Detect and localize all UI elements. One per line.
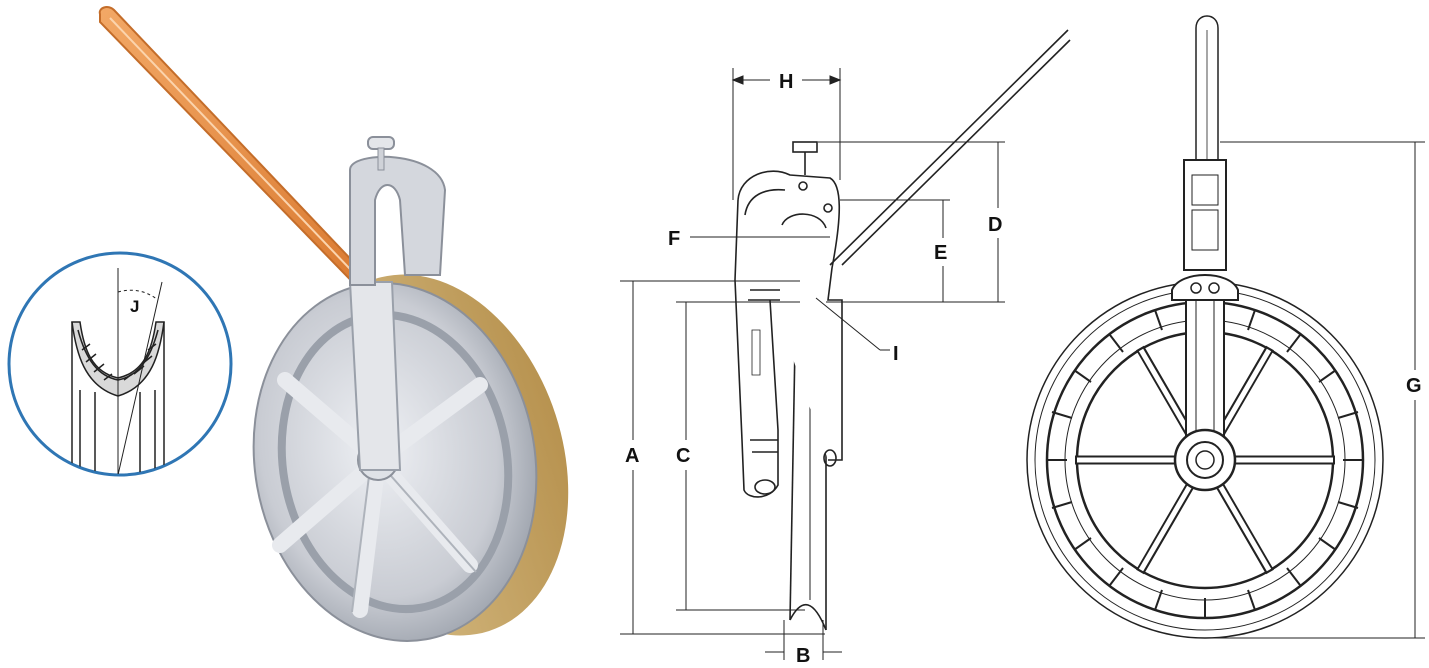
- label-c: C: [676, 445, 690, 467]
- dimension-lines: [620, 68, 1005, 660]
- inset-circle-border: [7, 251, 233, 477]
- frame-arm: [348, 281, 402, 471]
- side-view-drawing: [620, 29, 1071, 660]
- perspective-pulley: [98, 6, 569, 642]
- hanger-bracket: [349, 155, 447, 286]
- front-view-drawing: [1026, 15, 1425, 639]
- side-view-labels: H F D E I A C B: [625, 71, 1002, 667]
- label-h: H: [779, 71, 793, 93]
- groove-profile: [71, 268, 165, 474]
- label-a: A: [625, 445, 639, 467]
- groove-detail-inset: J: [7, 251, 233, 477]
- label-f: F: [668, 228, 680, 250]
- label-e: E: [934, 242, 947, 264]
- g-dimension-line: [1210, 141, 1425, 639]
- front-hub: [1173, 428, 1237, 492]
- label-i: I: [893, 343, 899, 365]
- hanger-bolt: [367, 136, 395, 150]
- label-j: J: [130, 297, 139, 316]
- label-d: D: [988, 214, 1002, 236]
- front-hanger: [1183, 159, 1227, 271]
- label-b: B: [796, 645, 810, 663]
- label-g: G: [1406, 375, 1422, 397]
